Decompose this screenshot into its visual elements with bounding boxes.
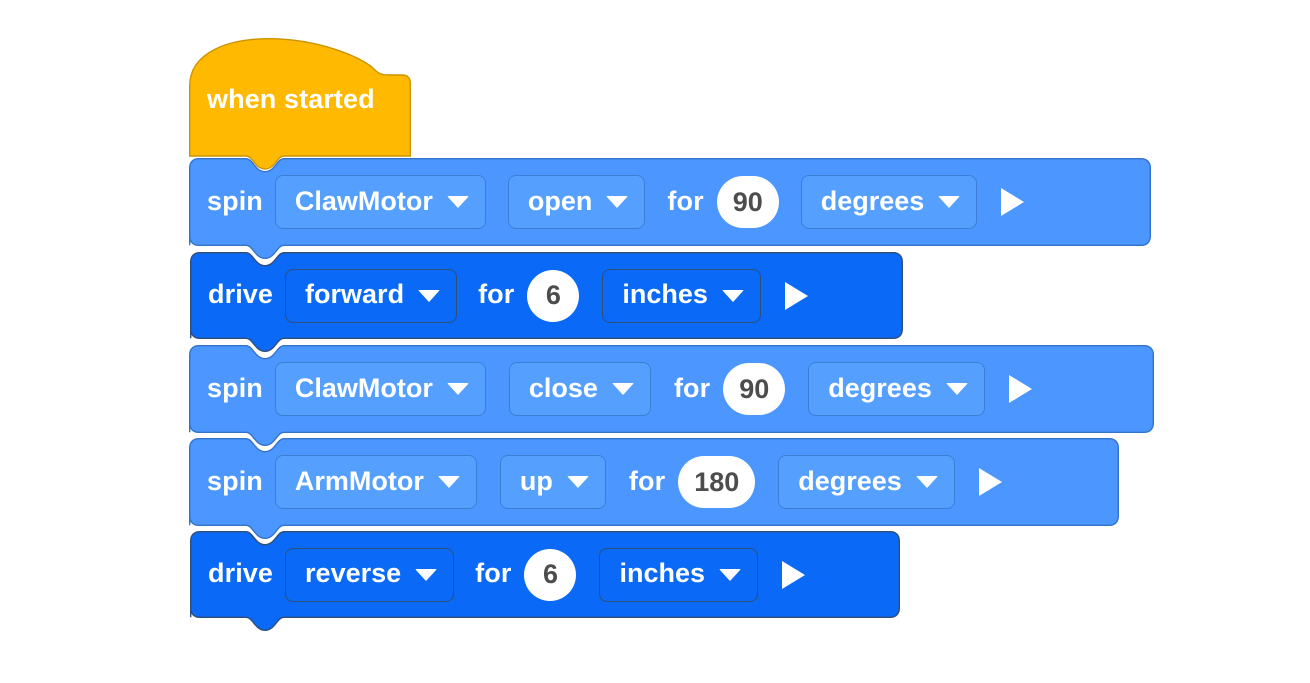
chevron-down-icon — [721, 289, 744, 302]
motor-dropdown-value: ClawMotor — [294, 185, 433, 216]
when-started-label: when started — [207, 83, 375, 114]
for-label: for — [667, 185, 704, 216]
play-arrow-icon[interactable] — [782, 560, 805, 589]
direction-dropdown[interactable]: up — [499, 455, 606, 509]
amount-input[interactable]: 90 — [716, 176, 779, 228]
chevron-down-icon — [938, 196, 961, 208]
direction-dropdown[interactable]: reverse — [285, 547, 455, 602]
block-spin-clawmotor-open[interactable]: spin ClawMotor open for 90 degrees — [189, 158, 1151, 260]
units-dropdown-value: degrees — [820, 185, 925, 216]
direction-dropdown-value: forward — [305, 279, 405, 309]
direction-dropdown-value: close — [528, 372, 598, 403]
direction-dropdown-value: reverse — [305, 558, 402, 588]
block-drive-forward[interactable]: drive forward for 6 inches — [190, 252, 903, 353]
block-when-started[interactable]: when started — [189, 37, 411, 170]
direction-dropdown[interactable]: close — [508, 362, 651, 416]
chevron-down-icon — [446, 383, 469, 395]
play-arrow-icon[interactable] — [784, 281, 808, 310]
chevron-down-icon — [566, 476, 589, 488]
direction-dropdown-value: up — [519, 465, 553, 496]
motor-dropdown[interactable]: ClawMotor — [274, 362, 486, 416]
for-label: for — [628, 465, 666, 496]
spin-verb-label: spin — [207, 185, 263, 216]
block-spin-armmotor-up[interactable]: spin ArmMotor up for 180 degrees — [189, 438, 1119, 540]
units-dropdown-value: inches — [622, 279, 708, 309]
motor-dropdown[interactable]: ArmMotor — [274, 455, 477, 509]
chevron-down-icon — [915, 476, 938, 488]
spin-verb-label: spin — [207, 465, 263, 496]
chevron-down-icon — [945, 383, 968, 395]
units-dropdown[interactable]: inches — [599, 547, 758, 602]
chevron-down-icon — [446, 196, 469, 208]
amount-input[interactable]: 6 — [527, 269, 580, 322]
amount-input[interactable]: 90 — [723, 363, 786, 415]
chevron-down-icon — [418, 289, 441, 302]
units-dropdown-value: inches — [619, 558, 705, 588]
units-dropdown[interactable]: inches — [602, 268, 761, 323]
drive-verb-label: drive — [208, 558, 274, 588]
direction-dropdown-value: open — [527, 185, 593, 216]
for-label: for — [478, 279, 515, 309]
units-dropdown-value: degrees — [828, 372, 932, 403]
units-dropdown[interactable]: degrees — [778, 455, 955, 509]
play-arrow-icon[interactable] — [978, 468, 1002, 496]
play-arrow-icon[interactable] — [1008, 375, 1032, 403]
chevron-down-icon — [719, 568, 741, 581]
motor-dropdown-value: ClawMotor — [294, 372, 433, 403]
amount-input[interactable]: 180 — [678, 456, 756, 508]
motor-dropdown-value: ArmMotor — [294, 465, 424, 496]
amount-input[interactable]: 6 — [524, 548, 577, 601]
chevron-down-icon — [606, 196, 629, 208]
chevron-down-icon — [437, 476, 460, 488]
units-dropdown-value: degrees — [798, 465, 902, 496]
units-dropdown[interactable]: degrees — [800, 175, 978, 229]
play-arrow-icon[interactable] — [1001, 188, 1025, 216]
direction-dropdown[interactable]: open — [507, 175, 646, 229]
block-drive-reverse[interactable]: drive reverse for 6 inches — [190, 531, 900, 632]
drive-verb-label: drive — [208, 279, 274, 309]
motor-dropdown[interactable]: ClawMotor — [274, 175, 486, 229]
chevron-down-icon — [415, 568, 438, 581]
direction-dropdown[interactable]: forward — [285, 268, 458, 323]
units-dropdown[interactable]: degrees — [808, 362, 985, 416]
block-spin-clawmotor-close[interactable]: spin ClawMotor close for 90 degrees — [189, 345, 1154, 447]
spin-verb-label: spin — [207, 372, 263, 403]
for-label: for — [475, 558, 512, 588]
chevron-down-icon — [611, 383, 634, 395]
for-label: for — [673, 372, 711, 403]
